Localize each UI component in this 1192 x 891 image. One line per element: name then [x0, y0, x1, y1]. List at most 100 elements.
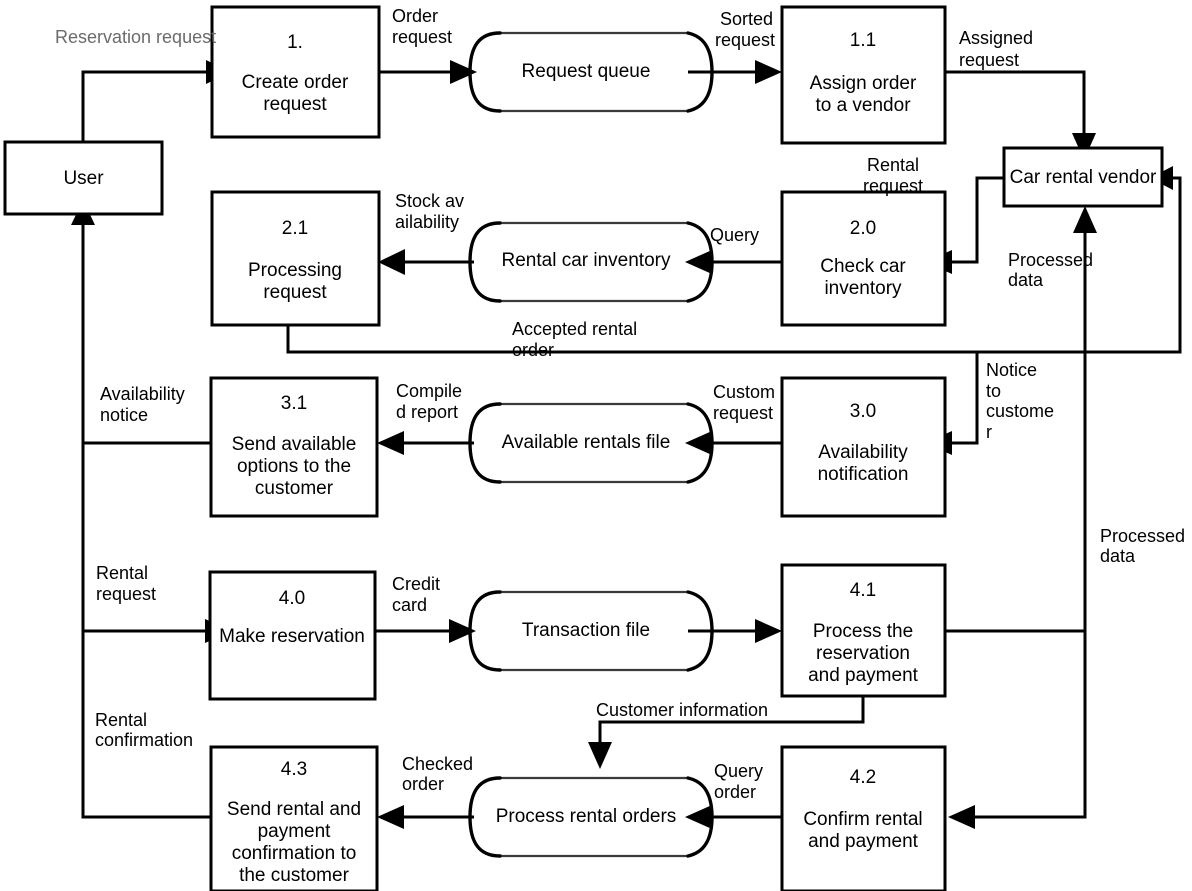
- process-4-3-label-line4: the customer: [239, 865, 349, 886]
- flow-rental-request-to-check-car: [952, 176, 1004, 264]
- arrowhead-confirm-rental-in: [948, 805, 975, 829]
- arrowhead-transaction-file-in: [449, 619, 476, 643]
- process-2-1-processing-request[interactable]: [210, 190, 381, 327]
- external-car-rental-vendor[interactable]: [1002, 146, 1164, 208]
- flow-label-rental-request-top-line2: request: [863, 176, 923, 196]
- processes: 1. Create order request 1.1 Assign order…: [208, 5, 947, 891]
- flow-label-checked-order-line1: Checked: [402, 754, 473, 774]
- flow-label-checked-order-line2: order: [402, 774, 444, 794]
- flow-rental-confirmation: [81, 225, 211, 819]
- data-store-rental-car-inventory[interactable]: Rental car inventory: [468, 221, 714, 303]
- flow-label-custom-request-line2: request: [713, 403, 773, 423]
- flow-label-rental-confirmation-line2: confirmation: [95, 730, 193, 750]
- process-4-1-label-line3: and payment: [808, 665, 919, 686]
- flow-label-rental-request-line1: Rental: [96, 563, 148, 583]
- flow-label-credit-card-line2: card: [392, 595, 427, 615]
- arrowhead-process-rental-orders-in-right: [685, 805, 712, 829]
- process-4-1-label-line1: Process the: [813, 621, 913, 642]
- process-3-1-id: 3.1: [281, 393, 307, 414]
- flow-label-credit-card-line1: Credit: [392, 574, 440, 594]
- process-3-0-label-line2: notification: [818, 464, 909, 485]
- flow-label-stock-availability-line1: Stock av: [395, 191, 464, 211]
- process-4-1-process-reservation-payment[interactable]: [780, 563, 947, 698]
- flow-label-query-order-line1: Query: [714, 761, 763, 781]
- process-3-0-availability-notification[interactable]: [780, 376, 947, 518]
- flow-label-query: Query: [710, 225, 759, 245]
- process-1-1-label-line2: to a vendor: [815, 95, 911, 116]
- flow-user-to-create-order: [81, 70, 206, 142]
- process-3-0-id: 3.0: [850, 401, 876, 422]
- data-stores: Request queue Rental car inventory Avail…: [468, 31, 714, 858]
- arrowhead-assign-order-in: [755, 60, 782, 84]
- flow-label-query-order-line2: order: [714, 782, 756, 802]
- flow-label-rental-request-line2: request: [96, 584, 156, 604]
- process-4-1-label-line2: reservation: [816, 643, 910, 664]
- flow-label-compiled-report-line2: d report: [396, 402, 458, 422]
- process-3-0-label-line1: Availability: [818, 442, 908, 463]
- flow-label-notice-to-customer-line4: r: [986, 422, 992, 442]
- process-3-1-label-line3: customer: [255, 478, 334, 499]
- process-3-1-send-available-options[interactable]: [209, 376, 379, 518]
- process-4-3-send-confirmation[interactable]: [209, 745, 379, 891]
- process-4-3-label-line3: confirmation to: [232, 843, 357, 864]
- flow-label-order-request-line2: request: [392, 27, 452, 47]
- data-store-request-queue-label: Request queue: [522, 61, 651, 82]
- arrowhead-process-reservation-in: [755, 619, 782, 643]
- flow-label-processed-data-top-line2: data: [1008, 270, 1044, 290]
- flow-label-sorted-request-line2: request: [715, 30, 775, 50]
- process-3-1-label-line1: Send available: [232, 434, 357, 455]
- flow-right-rail-to-confirm: [975, 631, 1087, 819]
- arrowhead-available-rentals-in: [685, 431, 712, 455]
- arrowhead-vendor-in-bottom: [1073, 206, 1097, 233]
- arrowhead-process-rental-orders-in-top: [588, 742, 612, 769]
- process-4-2-id: 4.2: [850, 767, 876, 788]
- process-4-3-id: 4.3: [281, 759, 307, 780]
- process-2-0-label-line2: inventory: [824, 278, 902, 299]
- flow-label-accepted-rental-order-line1: Accepted rental: [512, 319, 637, 339]
- process-1-label-line1: Create order: [242, 72, 349, 93]
- process-1-1-id: 1.1: [850, 30, 876, 51]
- flow-label-order-request-line1: Order: [392, 6, 438, 26]
- flow-label-processed-data-top-line1: Processed: [1008, 250, 1093, 270]
- data-store-process-rental-orders[interactable]: Process rental orders: [468, 776, 714, 858]
- flow-label-customer-information: Customer information: [596, 700, 768, 720]
- arrowhead-inventory-in: [685, 250, 712, 274]
- process-1-create-order-request[interactable]: [210, 5, 381, 139]
- process-4-2-label-line1: Confirm rental: [803, 809, 922, 830]
- flow-label-notice-to-customer-line2: to: [986, 381, 1001, 401]
- process-4-0-label-line1: Make reservation: [219, 626, 365, 647]
- data-store-rental-car-inventory-label: Rental car inventory: [502, 250, 671, 271]
- arrowhead-send-confirmation-in: [377, 805, 404, 829]
- flow-label-stock-availability-line2: ailability: [395, 212, 459, 232]
- process-4-1-id: 4.1: [850, 580, 876, 601]
- process-1-1-assign-order[interactable]: [780, 5, 947, 145]
- process-4-0-make-reservation[interactable]: [208, 570, 377, 701]
- process-1-1-label-line1: Assign order: [810, 73, 917, 94]
- process-4-0-id: 4.0: [279, 588, 305, 609]
- process-1-id: 1.: [287, 32, 303, 53]
- flow-label-assigned-request-line1: Assigned: [959, 28, 1033, 48]
- process-4-3-label-line1: Send rental and: [227, 799, 361, 820]
- flow-accepted-rental-order: [286, 176, 1182, 354]
- data-store-transaction-file[interactable]: Transaction file: [468, 590, 714, 672]
- flow-labels: Reservation request Order request Sorted…: [55, 6, 1185, 802]
- flow-label-availability-notice-line1: Availability: [100, 384, 185, 404]
- flow-notice-to-customer: [952, 352, 979, 445]
- flow-customer-information: [598, 696, 865, 742]
- data-store-request-queue[interactable]: Request queue: [468, 31, 714, 113]
- data-store-available-rentals-file[interactable]: Available rentals file: [468, 402, 714, 484]
- process-4-2-confirm-rental-payment[interactable]: [780, 745, 947, 891]
- external-user[interactable]: [3, 140, 164, 216]
- flow-label-sorted-request-line1: Sorted: [720, 9, 773, 29]
- process-2-1-label-line1: Processing: [248, 260, 342, 281]
- external-car-rental-vendor-label: Car rental vendor: [1010, 167, 1157, 188]
- process-2-0-check-car-inventory[interactable]: [780, 190, 947, 327]
- flow-label-rental-confirmation-line1: Rental: [95, 710, 147, 730]
- process-3-1-label-line2: options to the: [237, 456, 351, 477]
- process-1-label-line2: request: [263, 94, 327, 115]
- flow-label-processed-data-bottom-line1: Processed: [1100, 526, 1185, 546]
- arrowhead-request-queue-in: [450, 60, 477, 84]
- process-2-1-label-line2: request: [263, 282, 327, 303]
- data-store-process-rental-orders-label: Process rental orders: [496, 806, 677, 827]
